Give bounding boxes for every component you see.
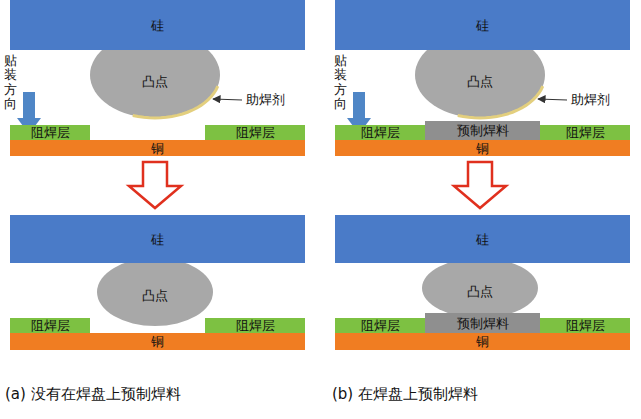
solder-mask: 阻焊层 [10,125,90,140]
copper-pad: 铜 [335,140,630,156]
solder-mask: 阻焊层 [10,318,90,333]
direction-label: 贴装方向 [4,54,17,111]
silicon-die: 硅 [335,215,630,263]
bump-ellipse [422,258,538,318]
flux-coating [133,86,218,118]
solder-mask: 阻焊层 [205,318,305,333]
silicon-die: 硅 [10,215,305,263]
part-label: 阻焊层 [236,126,275,139]
silicon-die: 硅 [335,0,630,50]
silicon-die: 硅 [10,0,305,50]
bump-ellipse [90,32,220,118]
solder-mask: 阻焊层 [205,125,305,140]
leader-line [538,99,567,100]
part-label: 阻焊层 [361,126,400,139]
part-label: 凸点 [467,75,493,88]
copper-pad: 铜 [10,333,305,350]
part-label: 凸点 [467,285,493,298]
copper-pad: 铜 [10,140,305,156]
part-label: 阻焊层 [31,126,70,139]
part-label: 凸点 [142,75,168,88]
copper-pad: 铜 [335,333,630,350]
bump-ellipse [97,258,213,326]
panel-caption: (b) 在焊盘上预制焊料 [332,385,478,403]
panel-caption: (a) 没有在焊盘上预制焊料 [5,385,181,403]
part-label: 铜 [151,142,164,155]
part-label: 铜 [151,335,164,348]
preset-solder: 预制焊料 [425,313,540,333]
flux-label: 助焊剂 [571,92,610,108]
leader-line [213,99,242,100]
part-label: 预制焊料 [457,317,509,330]
flux-label: 助焊剂 [246,92,285,108]
solder-bump: 凸点 [97,258,213,326]
part-label: 阻焊层 [566,319,605,332]
preset-solder: 预制焊料 [425,121,540,140]
process-arrow [454,162,506,208]
part-label: 阻焊层 [566,126,605,139]
part-label: 预制焊料 [457,124,509,137]
part-label: 阻焊层 [236,319,275,332]
part-label: 铜 [476,335,489,348]
part-label: 硅 [476,233,489,246]
solder-mask: 阻焊层 [540,318,630,333]
part-label: 铜 [476,142,489,155]
flux-coating [458,86,543,118]
part-label: 凸点 [142,289,168,302]
part-label: 硅 [476,19,489,32]
solder-bump: 凸点 [422,258,538,318]
solder-mask: 阻焊层 [335,318,425,333]
bump-ellipse [415,32,545,118]
direction-label: 贴装方向 [334,54,347,111]
part-label: 硅 [151,19,164,32]
part-label: 阻焊层 [361,319,400,332]
solder-mask: 阻焊层 [540,125,630,140]
process-arrow [129,162,181,208]
part-label: 阻焊层 [31,319,70,332]
solder-mask: 阻焊层 [335,125,425,140]
part-label: 硅 [151,233,164,246]
